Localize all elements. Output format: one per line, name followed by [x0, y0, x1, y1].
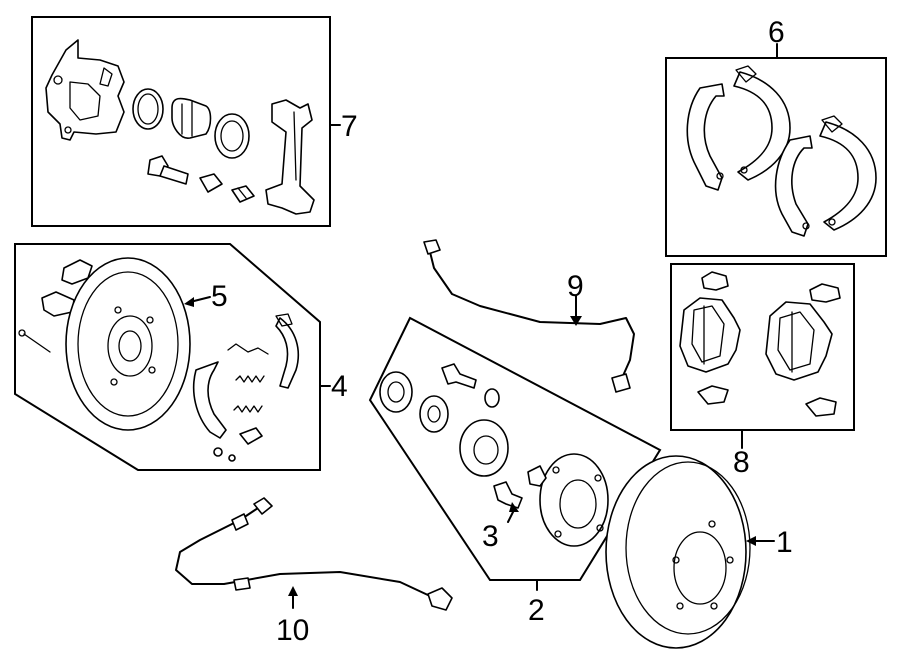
adjuster: [239, 427, 263, 445]
return-spring-upper: [235, 375, 265, 383]
backing-plate-box: [14, 243, 321, 471]
brake-pad-left: [679, 297, 741, 373]
caliper-bracket: [265, 99, 315, 215]
o-ring: [484, 388, 500, 408]
piston: [214, 113, 250, 159]
pad-clip-bottom-left: [697, 385, 729, 405]
callout-3: 3: [482, 520, 499, 553]
bracket-clip: [41, 291, 75, 317]
hub-bolt: [441, 363, 477, 389]
caliper-box: [31, 16, 331, 227]
callout-6: 6: [768, 16, 785, 49]
brake-pad-right: [765, 301, 833, 381]
callout-5: 5: [211, 280, 228, 313]
axle-flange: [539, 453, 609, 547]
hub-seal: [379, 371, 413, 413]
piston-boot: [171, 97, 212, 139]
brake-shoe-front: [192, 361, 227, 439]
pad-clip-top-left: [701, 271, 729, 291]
callout-4: 4: [331, 370, 348, 403]
hub-box: [368, 316, 662, 581]
caliper-housing: [45, 39, 125, 141]
return-spring-lower: [233, 405, 263, 413]
brake-pad-group: 8: [670, 263, 855, 479]
wheel-hub: [459, 419, 509, 477]
hub-bearing: [419, 395, 449, 433]
pad-clip-top-right: [809, 283, 841, 303]
hub-group: 2 3: [368, 316, 662, 627]
brake-pad-box: [670, 263, 855, 431]
brake-shoe-rear: [275, 317, 300, 389]
hub-stud-bolt: [493, 481, 523, 509]
callout-8: 8: [733, 446, 750, 479]
abs-sensor: 10: [175, 497, 453, 647]
callout-2: 2: [528, 594, 545, 627]
brake-line: 9: [423, 239, 635, 393]
callout-1: 1: [776, 526, 793, 559]
backing-plate: [65, 257, 191, 431]
guide-pin-bolt: [147, 155, 189, 185]
backing-plate-group: 4 5: [14, 243, 348, 471]
brake-rotor: 1: [605, 455, 793, 649]
pad-clip-bottom-right: [805, 397, 837, 417]
parking-shoe-group: 6: [665, 16, 887, 257]
parking-shoe-right: [774, 135, 813, 237]
callout-10: 10: [276, 614, 309, 647]
pin-boot: [199, 173, 223, 193]
sensor-head: [427, 587, 453, 611]
callout-7: 7: [341, 110, 358, 143]
caliper-group: 7: [31, 16, 358, 227]
callout-9: 9: [567, 270, 584, 303]
